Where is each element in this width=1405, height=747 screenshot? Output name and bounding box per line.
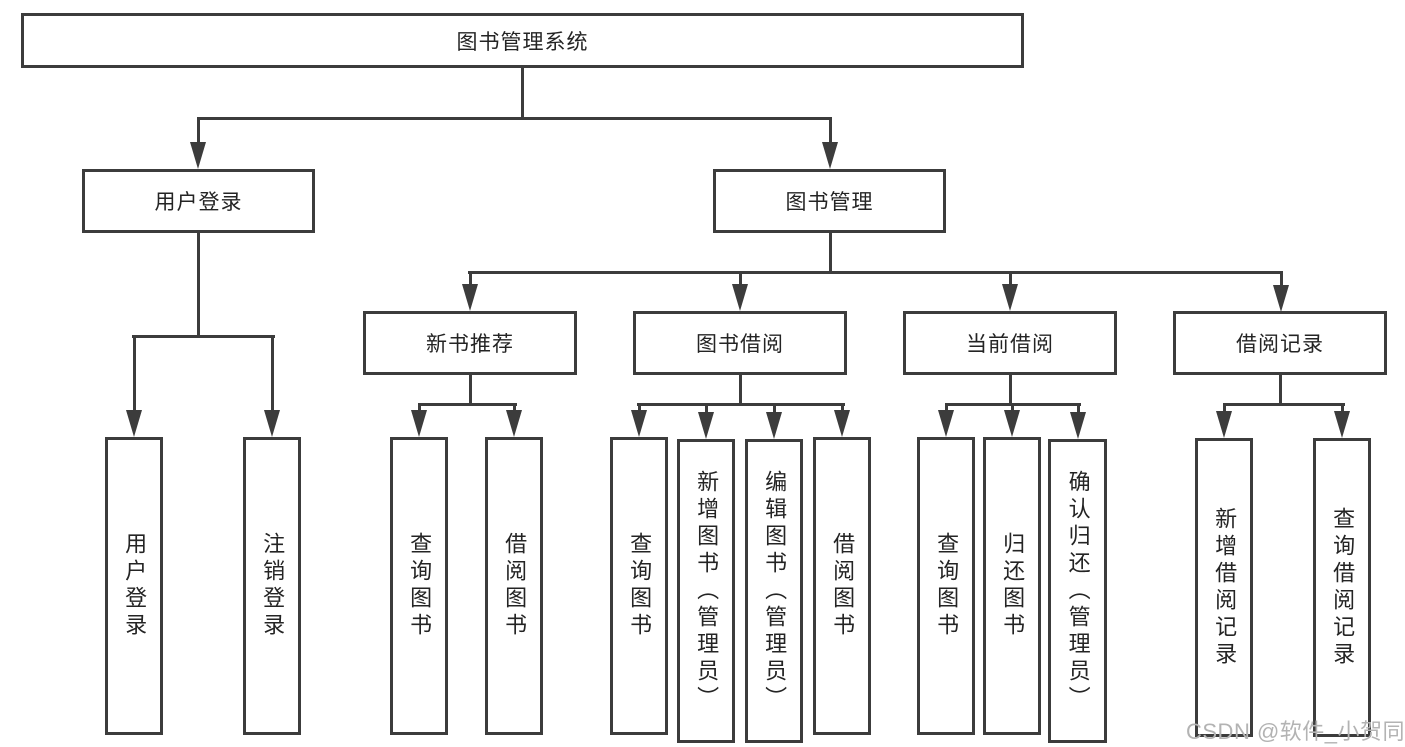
connector-line [131,334,275,338]
arrow-down-icon [1334,411,1350,438]
connector-line [772,404,776,415]
leaf-query-books-borrowing-label: 查询图书 [627,532,653,640]
connector-line [417,402,517,406]
node-user-login: 用户登录 [82,169,315,233]
connector-line [704,404,708,415]
node-book-borrowing-label: 图书借阅 [696,333,784,356]
arrow-down-icon [1004,410,1020,437]
arrow-down-icon [264,410,280,437]
connector-line [196,233,200,338]
node-current-borrowing: 当前借阅 [903,311,1117,375]
arrow-down-icon [1070,412,1086,439]
csdn-watermark: CSDN @软件_小贺同学 [1186,719,1405,744]
connector-line [512,404,516,413]
leaf-borrow-books-borrowing-label: 借阅图书 [830,532,856,640]
arrow-down-icon [1002,284,1018,311]
connector-line [1279,272,1283,288]
leaf-confirm-return-admin-label: 确认归还（管理员） [1065,469,1091,713]
arrow-down-icon [506,410,522,437]
connector-line [1222,404,1226,414]
connector-line [520,68,524,120]
leaf-borrow-books-recommend: 借阅图书 [485,437,543,735]
leaf-logout-label: 注销登录 [260,532,286,640]
connector-line [196,118,200,145]
arrow-down-icon [190,142,206,169]
arrow-down-icon [766,412,782,439]
connector-line [1076,404,1080,415]
leaf-confirm-return-admin: 确认归还（管理员） [1048,439,1107,743]
arrow-down-icon [732,284,748,311]
connector-line [1010,404,1014,413]
connector-line [468,375,472,406]
connector-line [738,375,742,406]
node-borrowing-records-label: 借阅记录 [1236,333,1324,356]
arrow-down-icon [411,410,427,437]
connector-line [1340,404,1344,414]
connector-line [1222,402,1345,406]
leaf-query-books-current: 查询图书 [917,437,975,735]
connector-line [636,402,845,406]
arrow-down-icon [1216,411,1232,438]
connector-line [132,336,136,413]
leaf-add-borrow-record-label: 新增借阅记录 [1212,506,1238,669]
connector-line [828,233,832,274]
connector-line [270,336,274,413]
leaf-borrow-books-recommend-label: 借阅图书 [502,532,528,640]
arrow-down-icon [126,410,142,437]
connector-line [1278,375,1282,406]
leaf-add-book-admin-label: 新增图书（管理员） [694,469,720,713]
node-user-login-label: 用户登录 [154,191,243,214]
connector-line [828,118,832,145]
arrow-down-icon [462,284,478,311]
leaf-return-books: 归还图书 [983,437,1041,735]
arrow-down-icon [1273,285,1289,312]
node-new-book-recommend: 新书推荐 [363,311,577,375]
connector-line [637,404,641,413]
leaf-add-borrow-record: 新增借阅记录 [1195,438,1253,737]
leaf-logout: 注销登录 [243,437,301,735]
node-new-book-recommend-label: 新书推荐 [426,333,514,356]
leaf-query-books-recommend-label: 查询图书 [407,532,433,640]
arrow-down-icon [631,410,647,437]
leaf-edit-book-admin: 编辑图书（管理员） [745,439,803,743]
node-book-borrowing: 图书借阅 [633,311,847,375]
node-root: 图书管理系统 [21,13,1024,68]
arrow-down-icon [938,410,954,437]
leaf-edit-book-admin-label: 编辑图书（管理员） [762,469,788,713]
connector-line [467,270,1283,274]
node-book-management-label: 图书管理 [785,191,874,214]
leaf-query-borrow-record: 查询借阅记录 [1313,438,1371,737]
leaf-query-books-recommend: 查询图书 [390,437,448,735]
leaf-borrow-books-borrowing: 借阅图书 [813,437,871,735]
connector-line [1008,272,1012,287]
connector-line [468,272,472,287]
leaf-user-login: 用户登录 [105,437,163,735]
leaf-query-books-current-label: 查询图书 [934,532,960,640]
arrow-down-icon [822,142,838,169]
leaf-user-login-label: 用户登录 [122,532,148,640]
connector-line [417,404,421,413]
node-root-label: 图书管理系统 [456,30,589,54]
connector-line [738,272,742,287]
leaf-return-books-label: 归还图书 [1000,532,1026,640]
connector-line [196,116,832,120]
arrow-down-icon [698,412,714,439]
arrow-down-icon [834,410,850,437]
leaf-add-book-admin: 新增图书（管理员） [677,439,735,743]
node-book-management: 图书管理 [713,169,946,233]
node-current-borrowing-label: 当前借阅 [966,333,1054,356]
connector-line [944,404,948,413]
connector-line [840,404,844,413]
leaf-query-borrow-record-label: 查询借阅记录 [1330,506,1356,669]
leaf-query-books-borrowing: 查询图书 [610,437,668,735]
connector-line [1008,375,1012,406]
node-borrowing-records: 借阅记录 [1173,311,1387,375]
